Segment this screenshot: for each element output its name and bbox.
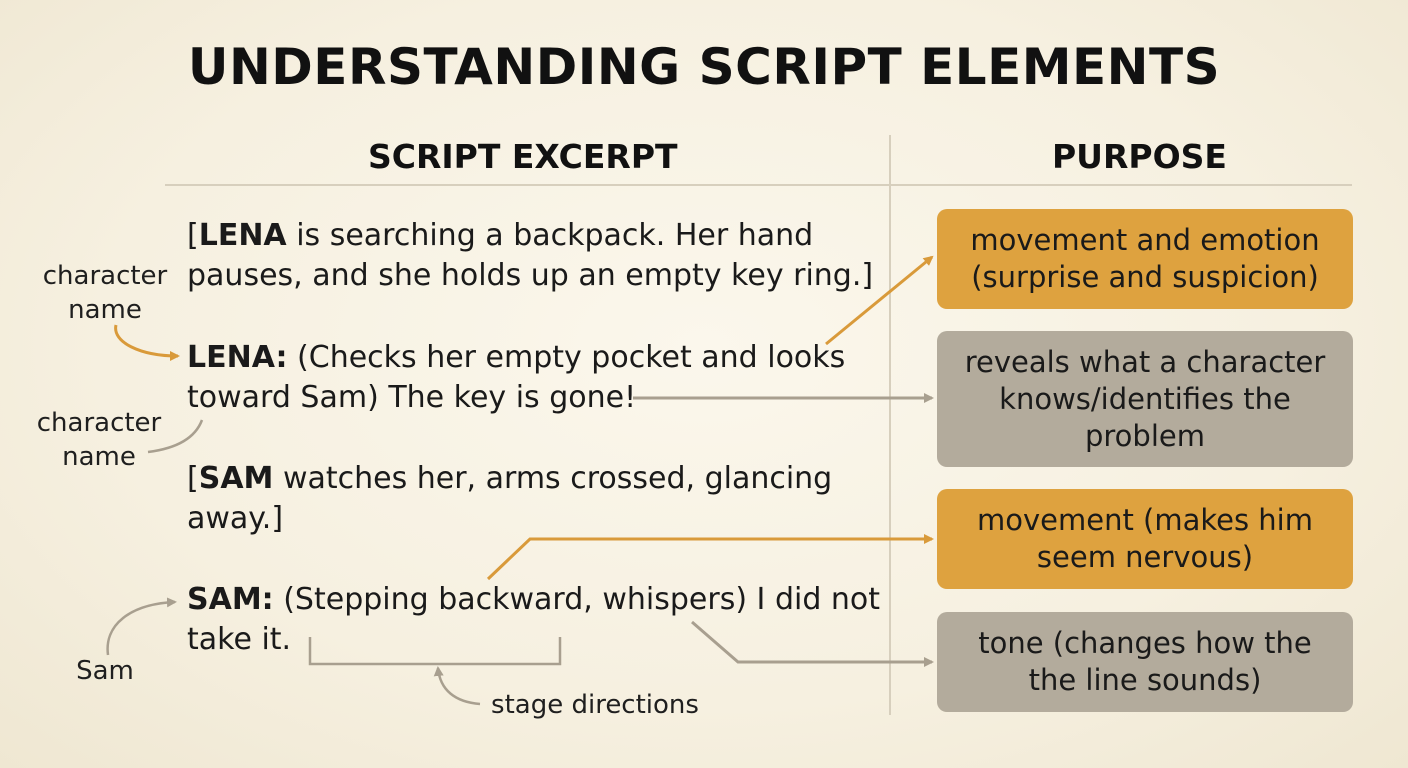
column-divider	[889, 135, 891, 715]
script-dialogue-lena: LENA: (Checks her empty pocket and looks…	[187, 340, 846, 415]
column-heading-script-excerpt: SCRIPT EXCERPT	[368, 137, 678, 176]
speaker-lena: LENA:	[187, 340, 288, 375]
page-title: UNDERSTANDING SCRIPT ELEMENTS	[187, 38, 1221, 96]
note-character-name-1: character name	[42, 261, 168, 325]
column-heading-purpose: PURPOSE	[1052, 137, 1227, 176]
script-stage-direction-sam: [SAM watches her, arms crossed, glancing…	[187, 461, 833, 536]
arrow-stage-directions	[433, 666, 481, 706]
character-name-lena: LENA	[198, 218, 287, 253]
note-sam: Sam	[76, 656, 134, 686]
arrow-character-name-to-lena	[114, 324, 180, 361]
header-divider	[165, 184, 1352, 186]
arrow-to-movement-nervous	[486, 534, 934, 581]
purpose-box-movement-emotion: movement and emotion(surprise and suspic…	[937, 209, 1353, 309]
script-dialogue-sam: SAM: (Stepping backward, whispers) I did…	[187, 582, 881, 657]
script-stage-direction-lena: [LENA is searching a backpack. Her hand …	[187, 218, 874, 293]
speaker-sam: SAM:	[187, 582, 274, 617]
character-name-sam: SAM	[198, 461, 274, 496]
arrow-sam-note-to-sam	[106, 597, 177, 656]
note-stage-directions: stage directions	[491, 690, 699, 720]
note-character-name-2: character name	[36, 408, 162, 472]
